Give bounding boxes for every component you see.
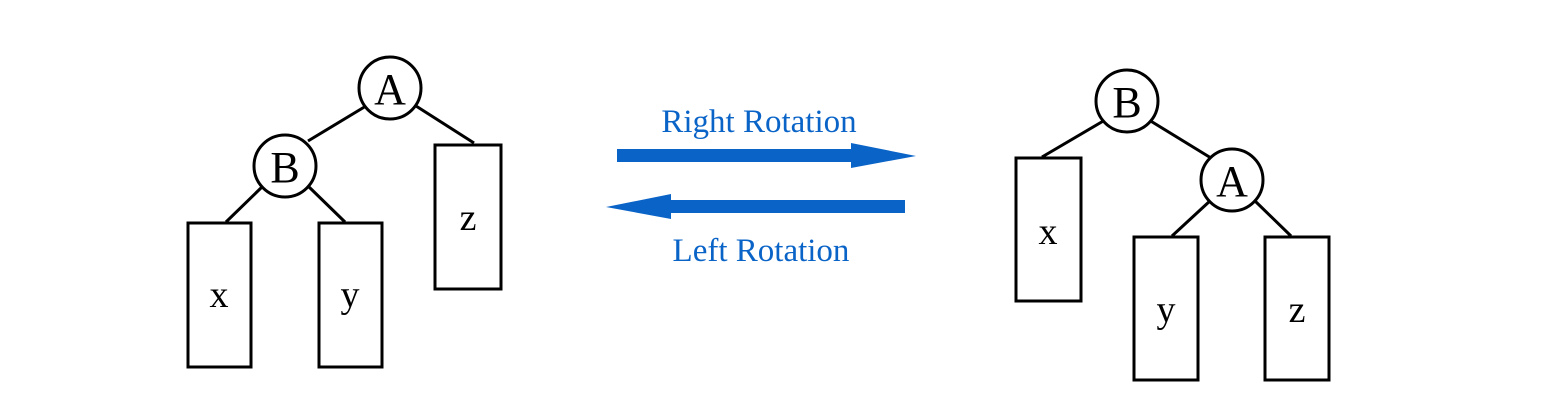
- rotation-operations: Right Rotation Left Rotation: [606, 104, 916, 269]
- right-subtree-x-label: x: [1039, 211, 1058, 253]
- edge-A-B-left: [307, 104, 367, 143]
- left-arrow-head: [606, 194, 671, 219]
- right-node-B-label: B: [1112, 78, 1141, 127]
- right-node-A: A: [1199, 147, 1265, 213]
- left-tree: A B x y z: [186, 55, 503, 369]
- right-subtree-y-label: y: [1157, 289, 1176, 331]
- left-subtree-z: z: [433, 143, 503, 291]
- left-node-B: B: [252, 133, 318, 199]
- right-node-B: B: [1094, 68, 1160, 134]
- left-node-A: A: [357, 55, 423, 121]
- left-rotation-label: Left Rotation: [673, 233, 850, 269]
- left-node-B-label: B: [270, 143, 299, 192]
- right-arrow-shaft: [617, 149, 857, 162]
- right-subtree-y: y: [1132, 235, 1200, 382]
- right-arrow: [617, 143, 916, 168]
- edge-B-x-left: [224, 184, 265, 224]
- left-arrow-shaft: [665, 200, 905, 213]
- right-node-A-label: A: [1216, 157, 1248, 206]
- left-subtree-z-label: z: [460, 197, 477, 239]
- edge-A-z-left: [415, 104, 475, 145]
- left-subtree-y-label: y: [341, 274, 360, 316]
- edge-B-y-left: [306, 184, 347, 224]
- right-tree: B A x y z: [1014, 68, 1331, 382]
- left-subtree-x: x: [186, 221, 253, 369]
- left-node-A-label: A: [374, 65, 406, 114]
- left-arrow: [606, 194, 905, 219]
- right-subtree-x: x: [1014, 156, 1083, 303]
- right-arrow-head: [851, 143, 916, 168]
- left-subtree-x-label: x: [210, 274, 229, 316]
- left-subtree-y: y: [317, 221, 384, 369]
- right-subtree-z-label: z: [1289, 289, 1306, 331]
- right-subtree-z: z: [1263, 235, 1331, 382]
- edge-A-z-right: [1252, 198, 1293, 238]
- edge-B-A-right: [1148, 118, 1212, 160]
- edge-B-x-right: [1041, 118, 1106, 159]
- edge-A-y-right: [1170, 198, 1213, 238]
- right-rotation-label: Right Rotation: [661, 104, 856, 140]
